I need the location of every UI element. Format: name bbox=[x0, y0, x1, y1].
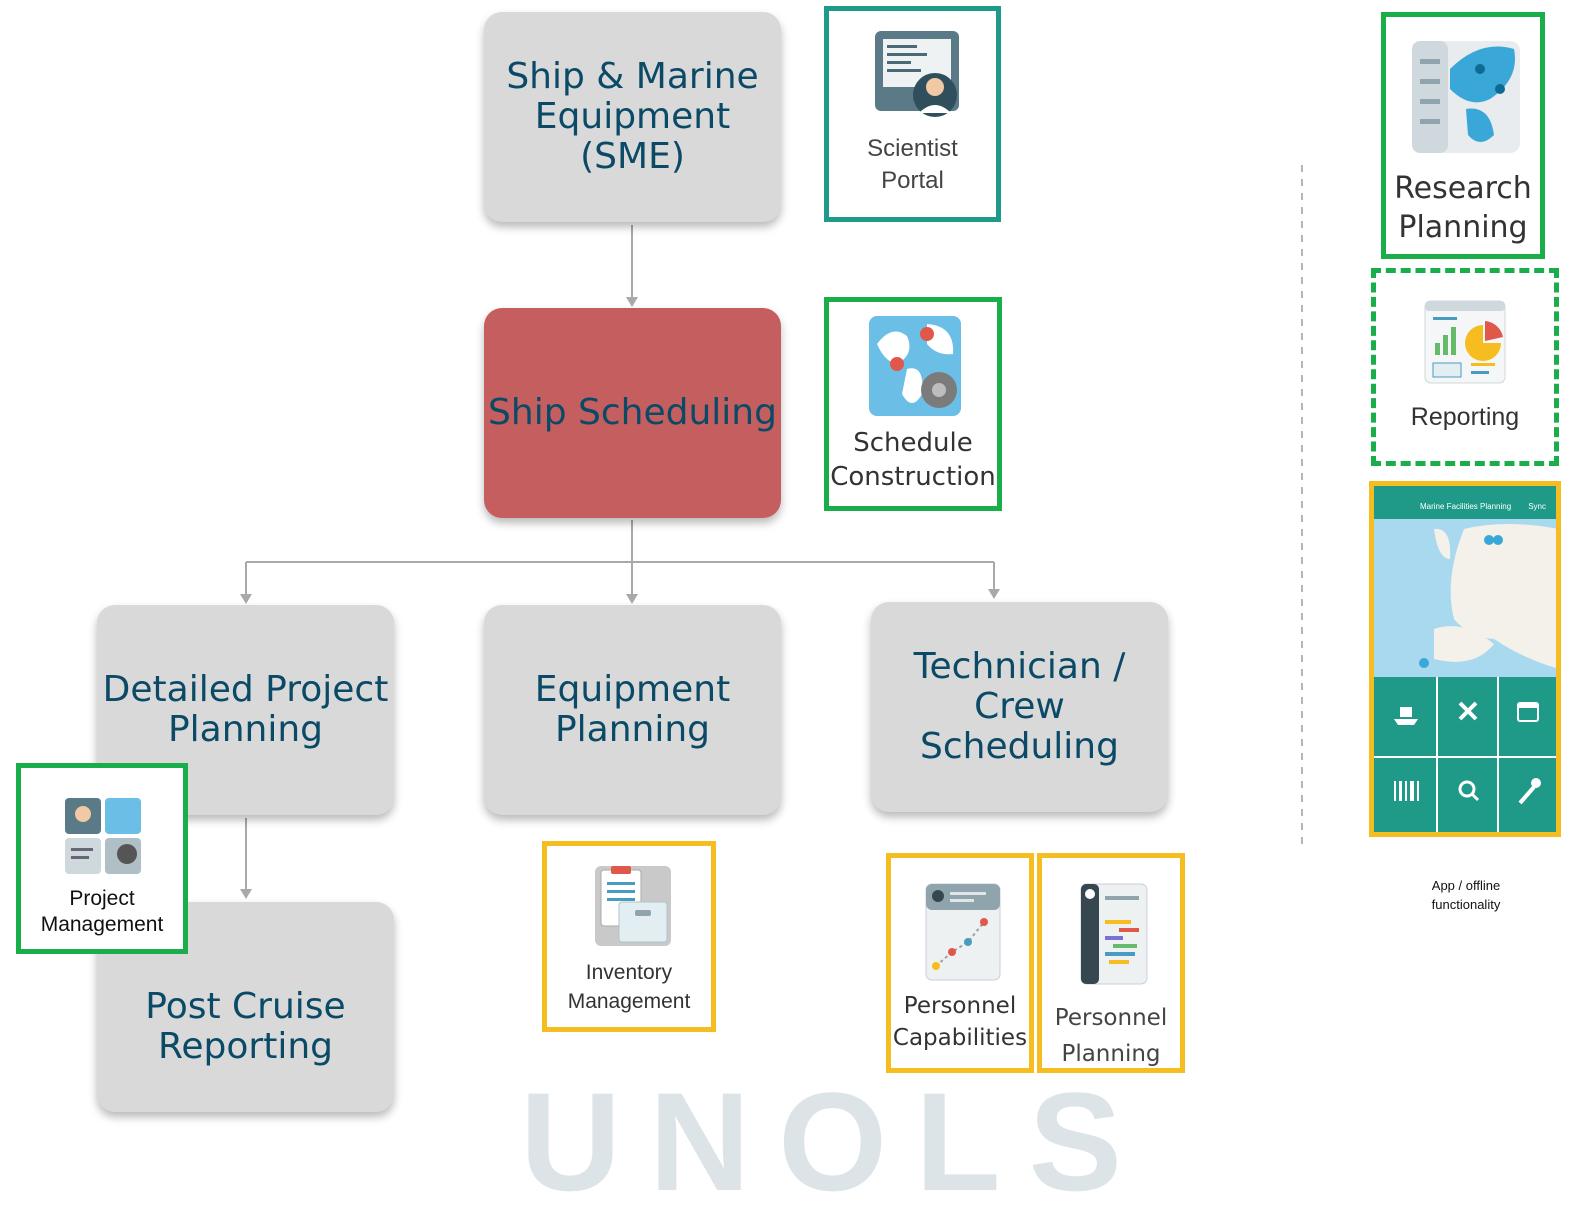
connector-lines bbox=[240, 165, 1303, 899]
personnel-planning-label: Personnel Planning bbox=[1054, 1005, 1168, 1067]
research-planning-icon bbox=[1412, 41, 1520, 153]
app-personnel-planning[interactable]: Personnel Planning bbox=[1037, 853, 1185, 1073]
reporting-label: Reporting bbox=[1410, 403, 1520, 431]
node-equipment-planning[interactable]: Equipment Planning bbox=[484, 605, 781, 815]
node-post-cruise-reporting[interactable]: Post Cruise Reporting bbox=[97, 902, 394, 1112]
node-post-cruise-reporting-label: Post Cruise Reporting bbox=[145, 986, 346, 1067]
mobile-app-header: Marine Facilities Planning Sync bbox=[1374, 486, 1556, 519]
project-management-icon bbox=[65, 798, 141, 874]
app-personnel-capabilities[interactable]: Personnel Capabilities bbox=[886, 853, 1034, 1073]
inventory-management-icon bbox=[595, 866, 671, 946]
research-planning-label: Research Planning bbox=[1394, 171, 1532, 245]
node-ship-scheduling[interactable]: Ship Scheduling bbox=[484, 308, 781, 518]
node-sme-label: Ship & Marine Equipment (SME) bbox=[506, 56, 759, 177]
app-schedule-construction[interactable]: Schedule Construction bbox=[824, 297, 1002, 511]
mobile-grid-icons bbox=[1374, 677, 1556, 832]
scientist-portal-label: Scientist Portal bbox=[867, 135, 958, 194]
mobile-app-title: Marine Facilities Planning bbox=[1420, 502, 1512, 511]
app-research-planning[interactable]: Research Planning bbox=[1381, 12, 1545, 259]
personnel-capabilities-label: Personnel Capabilities bbox=[892, 993, 1028, 1051]
node-detailed-project-planning-label: Detailed Project Planning bbox=[102, 669, 389, 750]
mobile-app-caption: App / offline functionality bbox=[1431, 878, 1501, 912]
mobile-app-screenshot[interactable]: Marine Facilities Planning Sync bbox=[1369, 481, 1561, 837]
node-ship-scheduling-label: Ship Scheduling bbox=[488, 392, 777, 433]
scientist-portal-icon bbox=[875, 31, 959, 117]
map-view bbox=[1374, 519, 1556, 677]
app-scientist-portal[interactable]: Scientist Portal bbox=[824, 6, 1001, 222]
node-sme[interactable]: Ship & Marine Equipment (SME) bbox=[484, 12, 781, 222]
app-project-management[interactable]: Project Management bbox=[16, 763, 188, 954]
personnel-capabilities-icon bbox=[925, 883, 1001, 981]
app-inventory-management[interactable]: Inventory Management bbox=[542, 841, 716, 1032]
schedule-construction-label: Schedule Construction bbox=[830, 428, 996, 492]
mobile-app-sync[interactable]: Sync bbox=[1528, 502, 1546, 511]
inventory-management-label: Inventory Management bbox=[567, 961, 691, 1013]
reporting-icon bbox=[1424, 300, 1506, 384]
schedule-construction-icon bbox=[869, 316, 961, 416]
node-technician-crew-scheduling[interactable]: Technician / Crew Scheduling bbox=[871, 602, 1168, 812]
project-management-label: Project Management bbox=[40, 887, 164, 936]
mobile-app-grid bbox=[1374, 677, 1556, 832]
node-technician-crew-scheduling-label: Technician / Crew Scheduling bbox=[913, 646, 1126, 767]
app-reporting[interactable]: Reporting bbox=[1371, 268, 1559, 466]
personnel-planning-icon bbox=[1080, 883, 1148, 985]
node-equipment-planning-label: Equipment Planning bbox=[534, 669, 731, 750]
